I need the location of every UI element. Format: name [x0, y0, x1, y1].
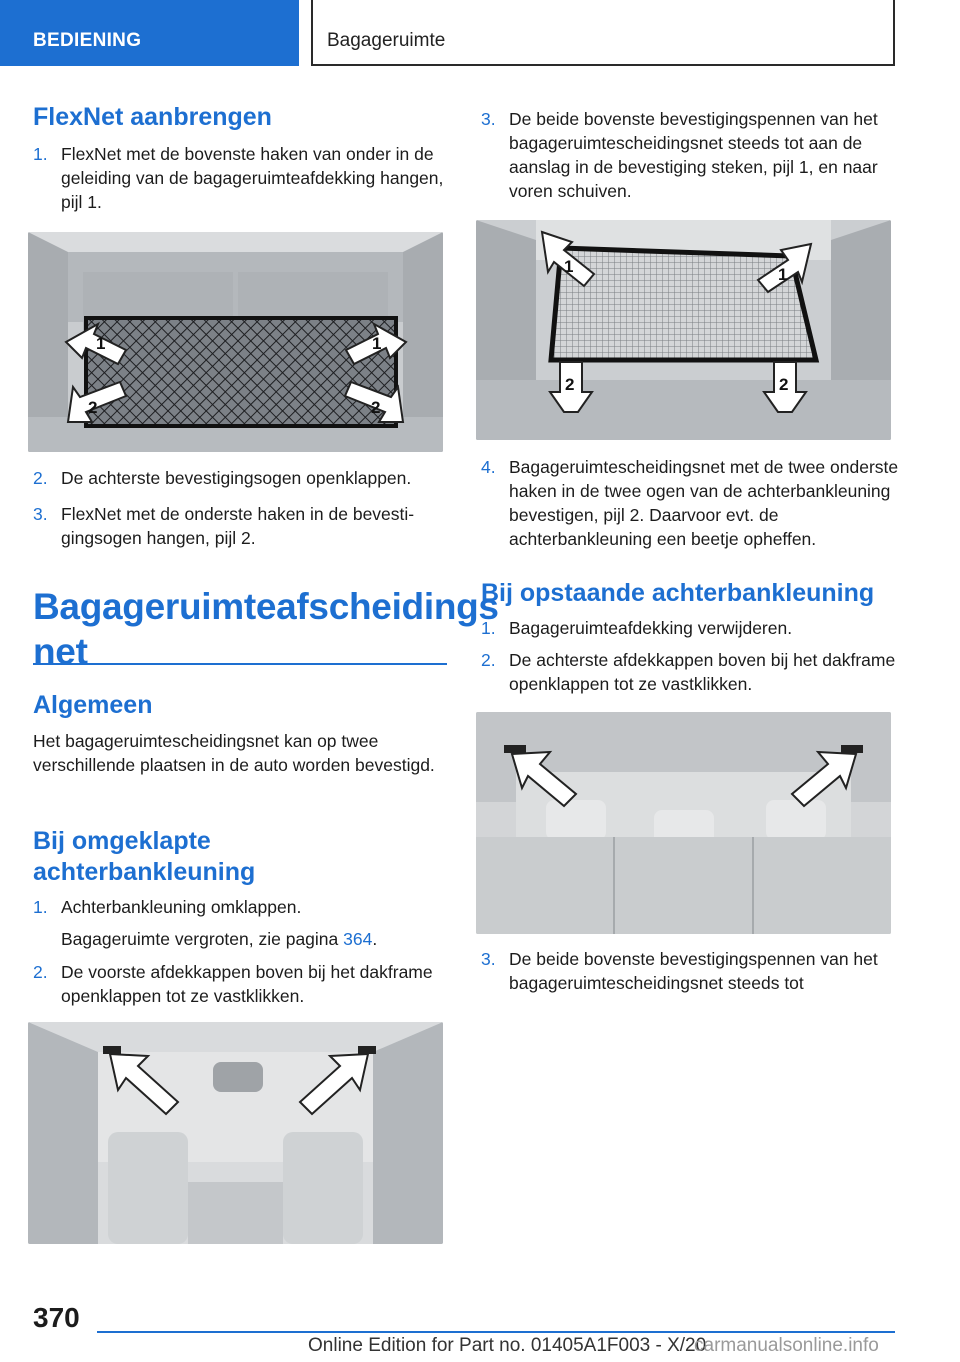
arrow-1-right-icon: 1 — [756, 242, 813, 294]
chapter-label: Bagageruimte — [327, 30, 446, 51]
arrow-2-left-icon: 2 — [548, 361, 594, 413]
folded-step-1-note: Bagageruimte vergroten, zie pagina 364. — [61, 927, 451, 951]
arrow-label: 2 — [371, 398, 380, 417]
step-number: 3. — [33, 504, 48, 524]
chapter-tab: Bagageruimte — [311, 0, 895, 66]
arrow-label: 1 — [372, 334, 381, 353]
arrow-label: 1 — [564, 257, 573, 276]
general-heading: Algemeen — [33, 691, 153, 719]
step-text: Bagageruimtescheidingsnet met de twee on… — [509, 457, 899, 549]
step-number: 3. — [481, 109, 496, 129]
step-text: Achterbankleuning omklappen. — [61, 897, 302, 917]
upright-heading: Bij opstaande achterbankleuning — [481, 579, 875, 607]
step-text: FlexNet met de onderste haken in de beve… — [61, 504, 415, 548]
page-number: 370 — [33, 1302, 80, 1333]
note-text-end: . — [372, 929, 378, 949]
section-divider — [33, 663, 447, 665]
arrow-right-icon — [790, 750, 858, 808]
step-number: 1. — [481, 618, 496, 638]
note-text: Bagageruimte vergroten, zie pagina — [61, 929, 344, 949]
edition-info: Online Edition for Part no. 01405A1F003 … — [308, 1335, 707, 1356]
arrow-label: 2 — [779, 375, 788, 394]
general-paragraph: Het bagageruimtescheidingsnet kan op twe… — [33, 731, 435, 775]
front-caps-figure — [28, 1022, 443, 1244]
step-number: 2. — [33, 468, 48, 488]
watermark: carmanualsonline.info — [694, 1335, 879, 1356]
arrow-1-left-icon: 1 — [64, 321, 128, 366]
arrow-2-right-icon: 2 — [762, 361, 808, 413]
step-text: De achterste bevestigingsogen openklappe… — [61, 468, 412, 488]
arrow-label: 1 — [96, 334, 105, 353]
footer-divider — [97, 1331, 895, 1333]
separating-net-folded-figure: 1 1 2 2 — [476, 220, 891, 440]
step-text: De beide bovenste bevestigingspennen van… — [509, 949, 878, 993]
arrow-1-left-icon: 1 — [540, 230, 596, 288]
arrow-2-left-icon: 2 — [66, 380, 128, 423]
folded-heading-line-2: achterbankleuning — [33, 858, 256, 886]
step-text: FlexNet met de bovenste haken van onder … — [61, 144, 444, 212]
step-number: 1. — [33, 144, 48, 164]
step-text: De beide bovenste bevestigingspennen van… — [509, 109, 878, 201]
section-heading-line-1: Bagageruimteafscheidings — [33, 586, 499, 627]
arrow-label: 2 — [565, 375, 574, 394]
flexnet-heading: FlexNet aanbrengen — [33, 103, 272, 131]
arrow-2-right-icon: 2 — [343, 380, 405, 423]
step-number: 1. — [33, 897, 48, 917]
folded-heading-line-1: Bij omgeklapte — [33, 827, 211, 855]
section-label: BEDIENING — [33, 30, 142, 51]
step-number: 3. — [481, 949, 496, 969]
flexnet-figure: 1 1 2 2 — [28, 232, 443, 452]
step-text: De voorste afdekkappen boven bij het dak… — [61, 962, 433, 1006]
rear-caps-figure — [476, 712, 891, 934]
arrow-right-icon — [298, 1052, 370, 1116]
section-heading: Bagageruimteafscheidings net — [33, 584, 499, 674]
section-heading-line-2: net — [33, 631, 88, 672]
arrow-1-right-icon: 1 — [344, 321, 408, 366]
page-reference-link[interactable]: 364 — [343, 929, 373, 949]
step-number: 2. — [33, 962, 48, 982]
section-tab: BEDIENING — [0, 0, 299, 66]
step-text: De achterste afdekkappen boven bij het d… — [509, 650, 896, 694]
arrow-label: 2 — [88, 398, 97, 417]
arrow-left-icon — [108, 1052, 180, 1116]
arrow-left-icon — [510, 750, 578, 808]
folded-heading: Bij omgeklapte achterbankleuning — [33, 826, 255, 888]
step-number: 4. — [481, 457, 496, 477]
step-number: 2. — [481, 650, 496, 670]
step-text: Bagageruimteafdekking verwijderen. — [509, 618, 793, 638]
arrow-label: 1 — [778, 265, 787, 284]
